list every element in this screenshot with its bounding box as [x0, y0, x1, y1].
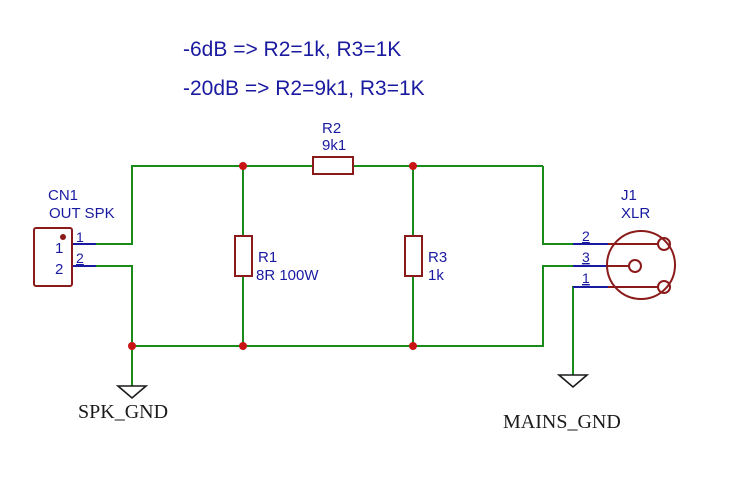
junction-dot — [409, 162, 417, 170]
note-line-1: -6dB => R2=1k, R3=1K — [183, 38, 401, 61]
j1-ref: J1 — [621, 187, 637, 204]
junction-dot — [409, 342, 417, 350]
ground-icon — [556, 374, 590, 389]
r3-ref: R3 — [428, 249, 447, 266]
cn1-connector[interactable]: CN1 OUT SPK 1 2 1 2 — [33, 187, 115, 287]
j1-value: XLR — [621, 205, 650, 222]
r2-resistor[interactable]: R2 9k1 — [312, 120, 354, 175]
junction-dot — [128, 342, 136, 350]
r2-body — [312, 156, 354, 175]
r2-value: 9k1 — [322, 137, 346, 154]
junctions — [128, 162, 417, 350]
r3-resistor[interactable]: R3 1k — [404, 235, 447, 284]
cn1-body — [33, 227, 73, 287]
r1-resistor[interactable]: R1 8R 100W — [234, 235, 319, 284]
j1-pin3-number: 3 — [582, 249, 590, 265]
wires — [80, 165, 608, 386]
cn1-pin2-number: 2 — [76, 250, 84, 266]
cn1-pin1-marker — [60, 234, 66, 240]
mains-gnd-symbol: MAINS_GND — [503, 374, 621, 433]
r3-body — [404, 235, 423, 277]
r1-value: 8R 100W — [256, 267, 319, 284]
cn1-pin2-name: 2 — [55, 261, 63, 278]
cn1-pin1-name: 1 — [55, 240, 63, 257]
note-line-2: -20dB => R2=9k1, R3=1K — [183, 77, 425, 100]
spk-gnd-symbol: SPK_GND — [78, 385, 168, 423]
spk-gnd-label: SPK_GND — [78, 401, 168, 423]
mains-gnd-label: MAINS_GND — [503, 411, 621, 433]
wire-bottom-rail — [80, 265, 608, 347]
junction-dot — [239, 342, 247, 350]
junction-dot — [239, 162, 247, 170]
cn1-value: OUT SPK — [49, 205, 115, 222]
ground-icon — [115, 385, 149, 400]
wire-top-left — [80, 165, 313, 245]
r1-ref: R1 — [258, 249, 277, 266]
cn1-ref: CN1 — [48, 187, 78, 204]
wire-xlr-pin1-gnd — [572, 286, 608, 375]
j1-pin2-number: 2 — [582, 228, 590, 244]
wire-to-xlr-pin2 — [542, 166, 608, 245]
r3-value: 1k — [428, 267, 444, 284]
pin-lines — [72, 243, 608, 288]
xlr-socket-pin3 — [628, 259, 642, 273]
r1-body — [234, 235, 253, 277]
xlr-outline — [606, 230, 676, 300]
cn1-pin1-number: 1 — [76, 229, 84, 245]
j1-pin1-number: 1 — [582, 270, 590, 286]
r2-ref: R2 — [322, 120, 341, 137]
j1-xlr-connector[interactable]: J1 XLR 2 3 1 — [582, 187, 676, 300]
